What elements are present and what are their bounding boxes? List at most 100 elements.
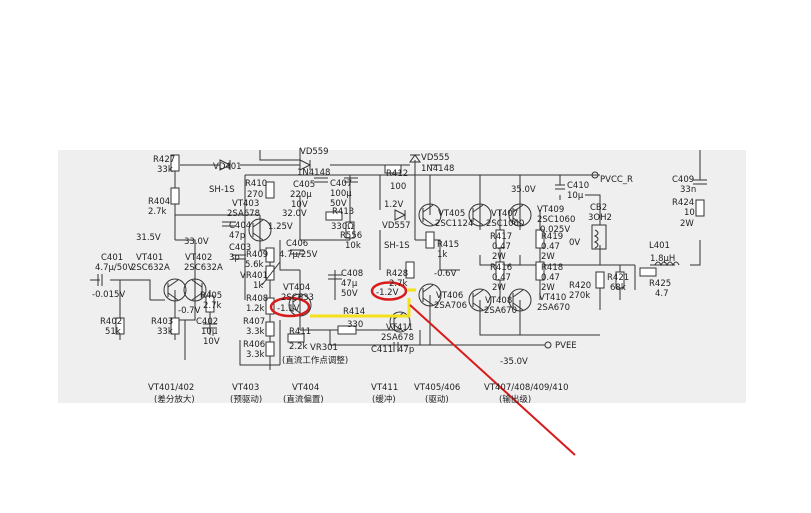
label-c401-value: 4.7μ/50V: [95, 263, 134, 273]
label-r413: R413: [332, 207, 354, 217]
label-pvcc: PVCC_R: [600, 175, 633, 185]
resistor-r420: [595, 271, 605, 289]
label-vt404-type: 2SC633: [281, 293, 314, 303]
coil-cb2: [591, 224, 607, 250]
section-captions: VT401/402 (差分放大) VT403 (预驱动) VT404 (直流偏置…: [148, 383, 569, 405]
label-r420: R420: [569, 281, 591, 291]
resistor-r412: [384, 164, 402, 174]
label-r406: R406: [243, 340, 265, 350]
highlight-path: [310, 298, 411, 318]
label-c411: C411: [371, 345, 393, 355]
capacitor-c408: [328, 274, 342, 280]
label-r415: R415: [437, 240, 459, 250]
resistor-r418: [535, 261, 545, 281]
label-vt406: VT406: [436, 291, 463, 301]
label-vt407: VT407: [491, 209, 518, 219]
section-vt404-desc: (直流偏置): [283, 394, 324, 405]
terminal-pvcc: [591, 171, 599, 179]
transistor-vt409: [508, 203, 532, 227]
label-c405-voltage: 10V: [291, 200, 308, 210]
label-r412: R412: [386, 169, 408, 179]
label-neg-0-015v: -0.015V: [92, 290, 125, 300]
label-vt403-type: 2SA678: [227, 209, 260, 219]
label-vt402: VT402: [185, 253, 212, 263]
label-vt410-type: 2SA670: [537, 303, 570, 313]
section-vt403-desc: (预驱动): [230, 394, 262, 405]
label-0-025v: 0.025V: [540, 225, 570, 235]
label-vd401: VD401: [213, 162, 242, 172]
label-vd559-type: 1N4148: [297, 168, 330, 178]
label-c404: C404: [229, 221, 251, 231]
label-cb2-type: 3OH2: [588, 213, 612, 223]
resistor-r410: [265, 181, 275, 199]
transistor-vt403: [248, 218, 272, 242]
label-r428-value: 2.7k: [389, 279, 408, 289]
label-r403-value: 33k: [157, 327, 173, 337]
label-vd401-type: SH-1S: [209, 185, 235, 195]
label-l401: L401: [649, 241, 670, 251]
label-vt405: VT405: [438, 209, 465, 219]
label-r556-value: 10k: [345, 241, 361, 251]
label-r413-value: 330Ω: [331, 222, 354, 232]
label-r425: R425: [649, 279, 671, 289]
section-vt401-402-desc: (差分放大): [154, 394, 195, 405]
label-r418-value: 0.47: [541, 273, 560, 283]
label-c402-voltage: 10V: [203, 337, 220, 347]
label-vr301: VR301: [310, 343, 338, 353]
label-1-2v: 1.2V: [384, 200, 404, 210]
label-r424-value: 10: [684, 208, 695, 218]
capacitor-c409: [693, 179, 707, 185]
label-1-25v: 1.25V: [268, 222, 293, 232]
label-l401-value: 1.8μH: [650, 254, 675, 264]
transistor-vt405: [418, 203, 442, 227]
label-vd555-type: 1N4148: [421, 164, 454, 174]
label-c401: C401: [101, 253, 123, 263]
transistor-vt410: [508, 288, 532, 312]
label-c411-value: 47p: [398, 345, 414, 355]
section-vt407-410: VT407/408/409/410: [484, 383, 569, 393]
section-vt404: VT404: [292, 383, 319, 393]
diode-vd559: [299, 159, 312, 171]
label-c406: C406: [286, 239, 308, 249]
label-r424: R424: [672, 198, 694, 208]
capacitor-c403: [232, 254, 246, 260]
component-labels: R427 33k VD401 SH-1S R410 270 C405 220μ …: [92, 147, 696, 367]
label-vt407-type: 2SC1060: [486, 219, 524, 229]
resistor-r403: [170, 317, 180, 335]
label-neg-0-6v: -0.6V: [434, 269, 457, 279]
label-vt408-type: 2SA670: [484, 306, 517, 316]
label-c407: C407: [330, 179, 352, 189]
label-c403-value: 3p: [229, 253, 240, 263]
label-r424-watt: 2W: [680, 219, 694, 229]
red-arrow-line: [409, 304, 576, 456]
resistor-r406: [265, 341, 275, 357]
label-r419: R419: [541, 232, 563, 242]
label-r408: R408: [246, 294, 268, 304]
label-pvee: PVEE: [555, 341, 577, 351]
label-cb2: CB2: [590, 203, 607, 213]
capacitor-c406: [290, 249, 304, 255]
label-dc-operating-point: (直流工作点调整): [282, 355, 348, 366]
label-r414-value: 330: [347, 320, 363, 330]
label-r416-value: 0.47: [492, 273, 511, 283]
label-r556: R556: [340, 231, 362, 241]
label-r421-value: 68k: [610, 283, 626, 293]
label-r419-value: 0.47: [541, 242, 560, 252]
resistor-r409: [265, 247, 275, 263]
label-vt401: VT401: [136, 253, 163, 263]
label-c405: C405: [293, 180, 315, 190]
label-c404-value: 47p: [229, 231, 245, 241]
annotations: [269, 281, 576, 456]
label-33v: 33.0V: [184, 237, 209, 247]
label-c408-voltage: 50V: [341, 289, 358, 299]
label-r410: R410: [245, 179, 267, 189]
label-r417-watt: 2W: [492, 252, 506, 262]
label-vt411-type: 2SA678: [381, 333, 414, 343]
label-r418: R418: [541, 263, 563, 273]
label-c405-value: 220μ: [290, 190, 312, 200]
label-r402-value: 51k: [105, 327, 121, 337]
label-31-5v: 31.5V: [136, 233, 161, 243]
resistor-r414: [337, 325, 357, 335]
label-r405-value: 2.7k: [203, 301, 222, 311]
terminal-pvee: [544, 341, 552, 349]
